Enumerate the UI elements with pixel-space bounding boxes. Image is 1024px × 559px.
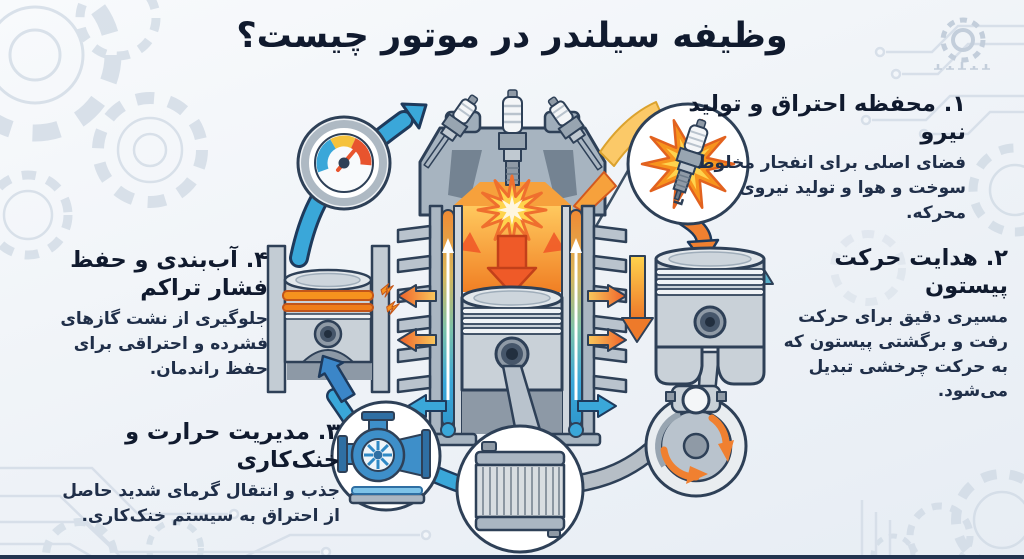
radiator	[455, 424, 585, 554]
spark-plug-zoomed	[672, 118, 709, 206]
crankshaft-flywheel	[644, 384, 748, 498]
coolant-in-arrow	[317, 354, 356, 404]
section-1-combustion: ۱. محفظه احتراق و تولید نیرو فضای اصلی ب…	[676, 90, 966, 225]
section-3-body: جذب و انتقال گرمای شدید حاصل از احتراق ب…	[62, 481, 340, 526]
rotation-arrows	[660, 414, 734, 484]
piston-ring-1	[282, 290, 374, 301]
gear-watermark-logo	[934, 17, 990, 70]
section-4-heading: ۴. آب‌بندی و حفظ فشار تراکم	[70, 247, 268, 302]
section-2-heading: ۲. هدایت حرکت پیستون	[834, 245, 1008, 300]
spark-plug-left	[423, 94, 479, 169]
piston-right	[621, 246, 774, 406]
piston-center	[460, 285, 564, 450]
pressure-gauge	[296, 115, 392, 211]
page-title: وظیفه سیلندر در موتور چیست؟	[236, 16, 788, 56]
section-3-heading: ۳. مدیریت حرارت و خنک‌کاری	[125, 419, 340, 474]
section-1-heading: ۱. محفظه احتراق و تولید نیرو	[688, 91, 966, 146]
coolant-up-arrows	[442, 238, 582, 400]
section-4-sealing: ۴. آب‌بندی و حفظ فشار تراکم جلوگیری از ن…	[26, 246, 268, 381]
gas-leak-spark-icons	[380, 283, 400, 315]
background-circuit-pattern	[0, 24, 1024, 559]
water-pump	[330, 400, 442, 512]
bottom-accent-bar	[0, 555, 1024, 559]
combustion-flame	[459, 174, 565, 253]
spark-plug-right	[547, 96, 603, 171]
downstroke-arrow	[621, 317, 654, 343]
section-2-piston-guidance: ۲. هدایت حرکت پیستون مسیری دقیق برای حرک…	[766, 244, 1008, 404]
section-4-body: جلوگیری از نشت گازهای فشرده و احتراقی بر…	[60, 309, 268, 379]
piston-ring-2	[282, 303, 374, 312]
section-2-body: مسیری دقیق برای حرکت رفت و برگشتی پیستون…	[783, 307, 1008, 402]
spark-plug-detail-circle	[626, 102, 750, 226]
heat-out-arrows	[397, 284, 627, 352]
engine-cylinder-cutaway	[396, 89, 665, 450]
combustion-force-arrow	[486, 234, 538, 296]
section-3-cooling: ۳. مدیریت حرارت و خنک‌کاری جذب و انتقال …	[60, 418, 340, 529]
section-1-body: فضای اصلی برای انفجار مخلوط سوخت و هوا و…	[696, 153, 966, 223]
